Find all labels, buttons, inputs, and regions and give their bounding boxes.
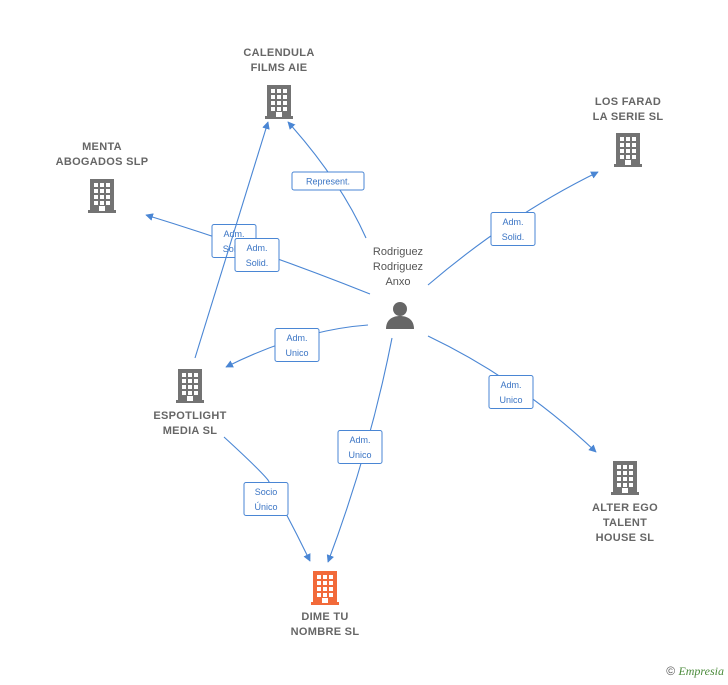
company-name-line: CALENDULA xyxy=(243,47,314,59)
company-name-line: NOMBRE SL xyxy=(291,626,360,638)
company-name-line: MEDIA SL xyxy=(163,425,218,437)
edge-anxo-losfarad: Adm. Solid. xyxy=(427,171,599,286)
edge-label-text: Adm. xyxy=(349,435,370,445)
copyright-icon: © xyxy=(666,664,676,678)
person-name-line: Rodriguez xyxy=(373,261,423,273)
company-name-line: ABOGADOS SLP xyxy=(56,156,149,168)
company-name-line: TALENT xyxy=(603,517,647,529)
company-name-line: HOUSE SL xyxy=(596,532,655,544)
nodes-layer: CALENDULA FILMS AIE MENTA ABOGADOS SLP LOS F… xyxy=(56,47,664,638)
company-node-alterego[interactable]: ALTER EGO TALENT HOUSE SL xyxy=(592,461,658,544)
edge-label-box xyxy=(337,430,383,464)
company-name-line: ALTER EGO xyxy=(592,502,658,514)
edge-label-box xyxy=(243,482,289,516)
footer: © Empresia xyxy=(666,664,724,679)
edge-label-box xyxy=(291,171,365,191)
brand-logo[interactable]: Empresia xyxy=(678,664,724,678)
edge-label[interactable]: Adm. Unico xyxy=(274,328,320,362)
edge-label-text: Adm. xyxy=(246,243,267,253)
edge-label-box xyxy=(274,328,320,362)
edge-label-text: Adm. xyxy=(286,333,307,343)
edge-line xyxy=(223,436,311,562)
edge-label[interactable]: Adm. Solid. xyxy=(490,212,536,246)
edge-label-text: Solid. xyxy=(246,258,269,268)
edge-label[interactable]: Adm. Unico xyxy=(337,430,383,464)
edge-label-text: Único xyxy=(254,502,277,512)
building-icon xyxy=(176,369,204,403)
edge-anxo-espotlight: Adm. Unico xyxy=(225,324,369,368)
edge-anxo-dimetu: Adm. Unico xyxy=(326,337,393,563)
company-name-line: MENTA xyxy=(82,141,122,153)
building-icon xyxy=(265,85,293,119)
edge-espotlight-calendula: Adm.Solid. xyxy=(194,121,280,359)
person-name-line: Anxo xyxy=(385,276,410,288)
edge-label-text: Unico xyxy=(499,395,522,405)
person-icon xyxy=(386,302,414,329)
company-node-dimetu[interactable]: DIME TU NOMBRE SL xyxy=(291,571,360,638)
edge-label-text: Solid. xyxy=(223,244,246,254)
edge-line xyxy=(194,121,270,359)
edge-label-text: Adm. xyxy=(223,229,244,239)
edge-label[interactable]: Represent. xyxy=(291,171,365,191)
edge-anxo-calendula: Represent. xyxy=(287,121,367,239)
edge-label[interactable]: Adm. Unico xyxy=(488,375,534,409)
edge-label-text: Adm. xyxy=(502,217,523,227)
edges-layer: Represent.Adm.Solid.Adm.Solid.Adm.UnicoA… xyxy=(145,121,599,563)
edge-label-box xyxy=(490,212,536,246)
company-name-line: FILMS AIE xyxy=(251,62,308,74)
building-icon xyxy=(611,461,639,495)
company-name-line: DIME TU xyxy=(301,611,348,623)
building-icon xyxy=(614,133,642,167)
company-name-line: ESPOTLIGHT xyxy=(153,410,226,422)
edge-label-text: Solid. xyxy=(502,232,525,242)
edge-label-text: Represent. xyxy=(306,177,350,187)
edge-label-text: Adm. xyxy=(500,380,521,390)
edge-anxo-alterego: Adm. Unico xyxy=(427,335,597,453)
person-name-line: Rodriguez xyxy=(373,246,423,258)
edge-label-text: Unico xyxy=(348,450,371,460)
edge-label-text: Socio xyxy=(255,487,278,497)
edge-label-text: Unico xyxy=(285,348,308,358)
company-name-line: LOS FARAD xyxy=(595,96,661,108)
edge-label-box xyxy=(234,238,280,272)
building-icon xyxy=(311,571,339,605)
company-node-menta[interactable]: MENTA ABOGADOS SLP xyxy=(56,141,149,213)
company-node-losfarad[interactable]: LOS FARAD LA SERIE SL xyxy=(593,96,664,167)
company-node-espotlight[interactable]: ESPOTLIGHT MEDIA SL xyxy=(153,369,226,437)
company-node-calendula[interactable]: CALENDULA FILMS AIE xyxy=(243,47,314,119)
edge-label[interactable]: Adm. Solid. xyxy=(234,238,280,272)
building-icon xyxy=(88,179,116,213)
edge-label-box xyxy=(488,375,534,409)
company-name-line: LA SERIE SL xyxy=(593,111,664,123)
